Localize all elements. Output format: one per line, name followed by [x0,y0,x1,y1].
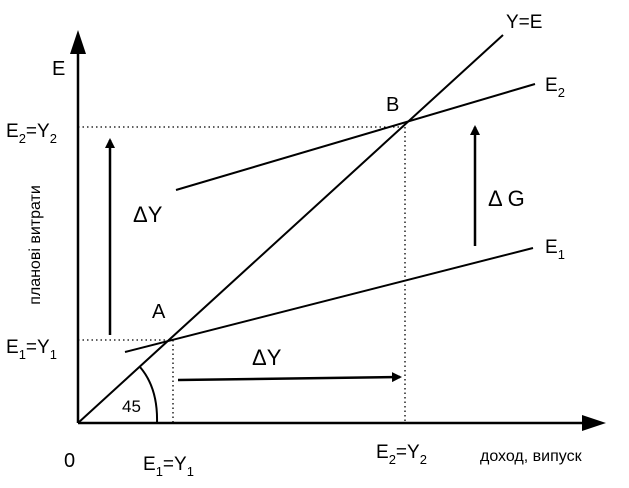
x-axis-arrowhead [582,415,606,431]
origin-label: 0 [64,450,75,472]
line-y-equals-e-label: Y=E [506,12,542,33]
delta-g-label: Δ G [488,186,525,211]
line-y-equals-e [77,34,504,424]
angle-arc [139,366,159,424]
y-axis-label: E [52,58,65,80]
y-axis-arrowhead [70,30,86,54]
line-e2-label: E2 [545,75,565,100]
x-axis-title: доход, випуск [480,448,583,465]
point-b-label: B [386,94,399,116]
delta-y-horizontal-label: ΔY [252,345,282,370]
delta-y-horizontal-arrow [177,372,402,383]
point-a-label: A [152,301,166,323]
line-e2 [175,83,536,191]
y-tick-low: E1=Y1 [6,337,57,362]
line-e1-label: E1 [545,237,565,262]
y-axis-title: планові витрати [27,185,44,305]
y-tick-high: E2=Y2 [6,121,57,146]
x-tick-low: E1=Y1 [143,454,194,479]
delta-y-vertical-label: ΔY [133,202,163,227]
angle-label: 45 [122,397,141,416]
line-e1 [124,247,534,353]
x-tick-high: E2=Y2 [376,442,427,467]
